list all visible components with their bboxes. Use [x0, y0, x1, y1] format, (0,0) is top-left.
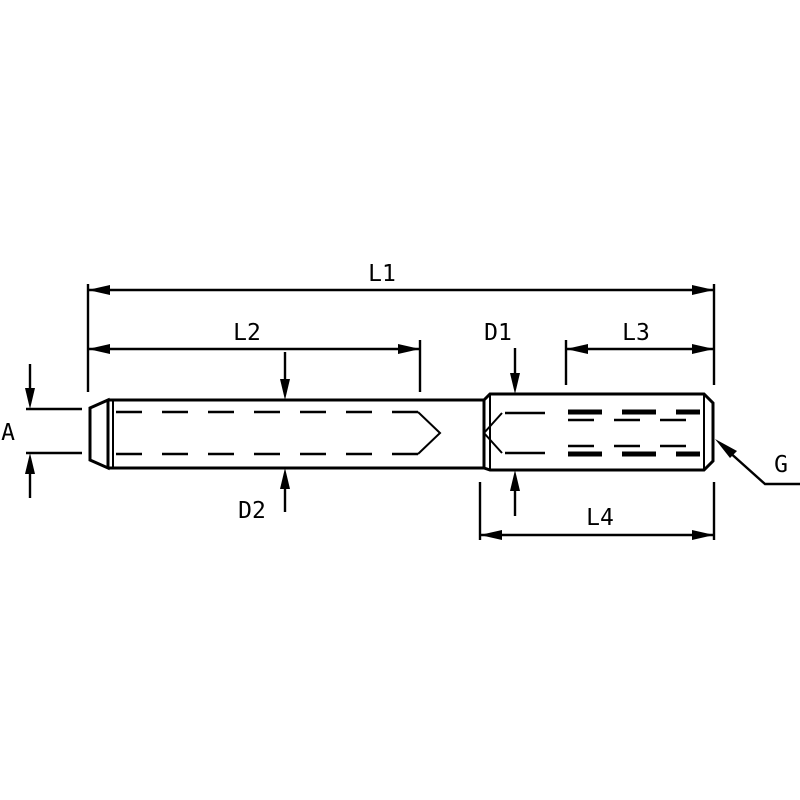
dimension-L1: L1	[88, 261, 714, 295]
label-L4: L4	[586, 505, 614, 531]
label-L3: L3	[622, 320, 650, 346]
threaded-body	[482, 392, 715, 472]
label-A: A	[1, 420, 15, 446]
leader-G: G	[715, 439, 800, 486]
extension-lines	[26, 284, 716, 540]
dimension-D1: D1	[484, 320, 520, 516]
label-L2: L2	[233, 320, 261, 346]
label-L1: L1	[368, 261, 396, 287]
shank-bore-hidden-lines	[116, 410, 442, 456]
dimension-L2: L2	[88, 320, 420, 354]
shank-body	[88, 397, 484, 471]
dimension-L4: L4	[480, 505, 714, 540]
label-D1: D1	[484, 320, 512, 346]
label-G: G	[774, 452, 788, 478]
dimension-D2: D2	[238, 352, 290, 524]
dimension-L3: L3	[566, 320, 714, 354]
label-D2: D2	[238, 498, 266, 524]
dimension-A: A	[1, 364, 35, 498]
threaded-bore-hidden-lines	[505, 409, 700, 457]
